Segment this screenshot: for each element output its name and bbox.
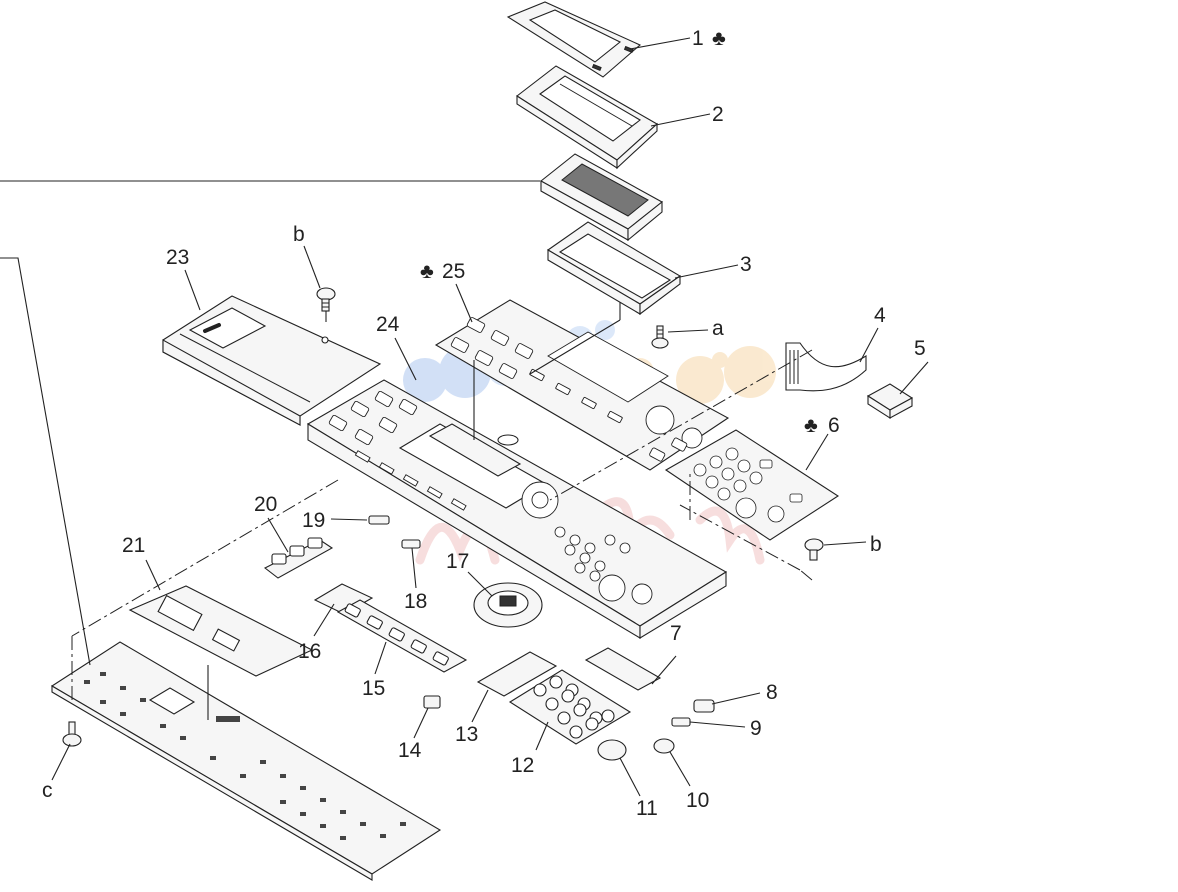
club-mark-6: ♣ xyxy=(804,414,818,437)
part-24-front-panel xyxy=(306,379,728,639)
callout-18: 18 xyxy=(404,590,427,613)
part-2-display-bezel xyxy=(516,65,658,170)
callout-11: 11 xyxy=(636,797,658,820)
screw-b-top xyxy=(316,287,336,312)
callout-19: 19 xyxy=(302,509,325,532)
part-7-key-rubber xyxy=(584,647,662,691)
screw-c xyxy=(62,721,82,747)
callout-5: 5 xyxy=(914,337,926,360)
part-3-lcd-bracket xyxy=(546,221,682,316)
screw-a xyxy=(651,325,669,349)
part-10-round-key xyxy=(653,738,675,754)
part-13-key-rubber xyxy=(476,651,558,697)
callout-23: 23 xyxy=(166,246,189,269)
part-20-key-rubber xyxy=(263,537,334,579)
callout-21: 21 xyxy=(122,534,145,557)
callout-4: 4 xyxy=(874,304,886,327)
part-15-key-rubber xyxy=(336,599,468,673)
part-1-window-plate xyxy=(506,1,642,78)
leader-lines xyxy=(0,37,929,797)
callout-20: 20 xyxy=(254,493,277,516)
screw-b-right xyxy=(804,538,824,561)
lcd-module xyxy=(540,153,663,242)
callout-7: 7 xyxy=(670,622,682,645)
callout-25: 25 xyxy=(442,260,465,283)
part-18-switch xyxy=(401,539,421,549)
part-9-switch xyxy=(671,717,691,727)
callout-9: 9 xyxy=(750,717,762,740)
callout-16: 16 xyxy=(298,640,321,663)
part-23-side-cover xyxy=(162,295,382,426)
part-5-ferrite-core xyxy=(866,383,914,420)
callout-1: 1 xyxy=(692,27,704,50)
part-8-knob xyxy=(693,699,715,713)
callout-15: 15 xyxy=(362,677,385,700)
callout-labels: 1 ♣ 2 3 4 5 ♣ 6 7 8 9 10 11 12 13 14 15 … xyxy=(42,27,926,820)
callout-24: 24 xyxy=(376,313,400,336)
callout-12: 12 xyxy=(511,754,534,777)
part-11-round-key xyxy=(597,739,627,761)
callout-b-top: b xyxy=(293,223,305,246)
callout-3: 3 xyxy=(740,253,752,276)
part-25-overlay-sheet xyxy=(434,299,730,471)
callout-a: a xyxy=(712,317,724,340)
part-21-insulation-sheet xyxy=(128,585,314,677)
part-6-key-sheet xyxy=(664,429,840,541)
callout-c: c xyxy=(42,779,53,802)
callout-6: 6 xyxy=(828,414,840,437)
callout-8: 8 xyxy=(766,681,778,704)
callout-b-right: b xyxy=(870,533,882,556)
callout-17: 17 xyxy=(446,550,469,573)
part-16-key-rubber xyxy=(313,583,374,615)
part-4-ribbon-cable xyxy=(785,342,867,392)
club-mark-25: ♣ xyxy=(420,260,434,283)
assembly-dashed-lines xyxy=(71,349,813,700)
main-pcb xyxy=(50,641,442,881)
callout-13: 13 xyxy=(455,723,478,746)
club-mark-1: ♣ xyxy=(712,27,726,50)
part-12-keypad xyxy=(508,669,632,745)
part-17-dial xyxy=(473,582,543,628)
callout-10: 10 xyxy=(686,789,709,812)
part-14-switch xyxy=(423,695,441,709)
callout-2: 2 xyxy=(712,103,724,126)
part-19-switch xyxy=(368,515,390,525)
callout-14: 14 xyxy=(398,739,422,762)
